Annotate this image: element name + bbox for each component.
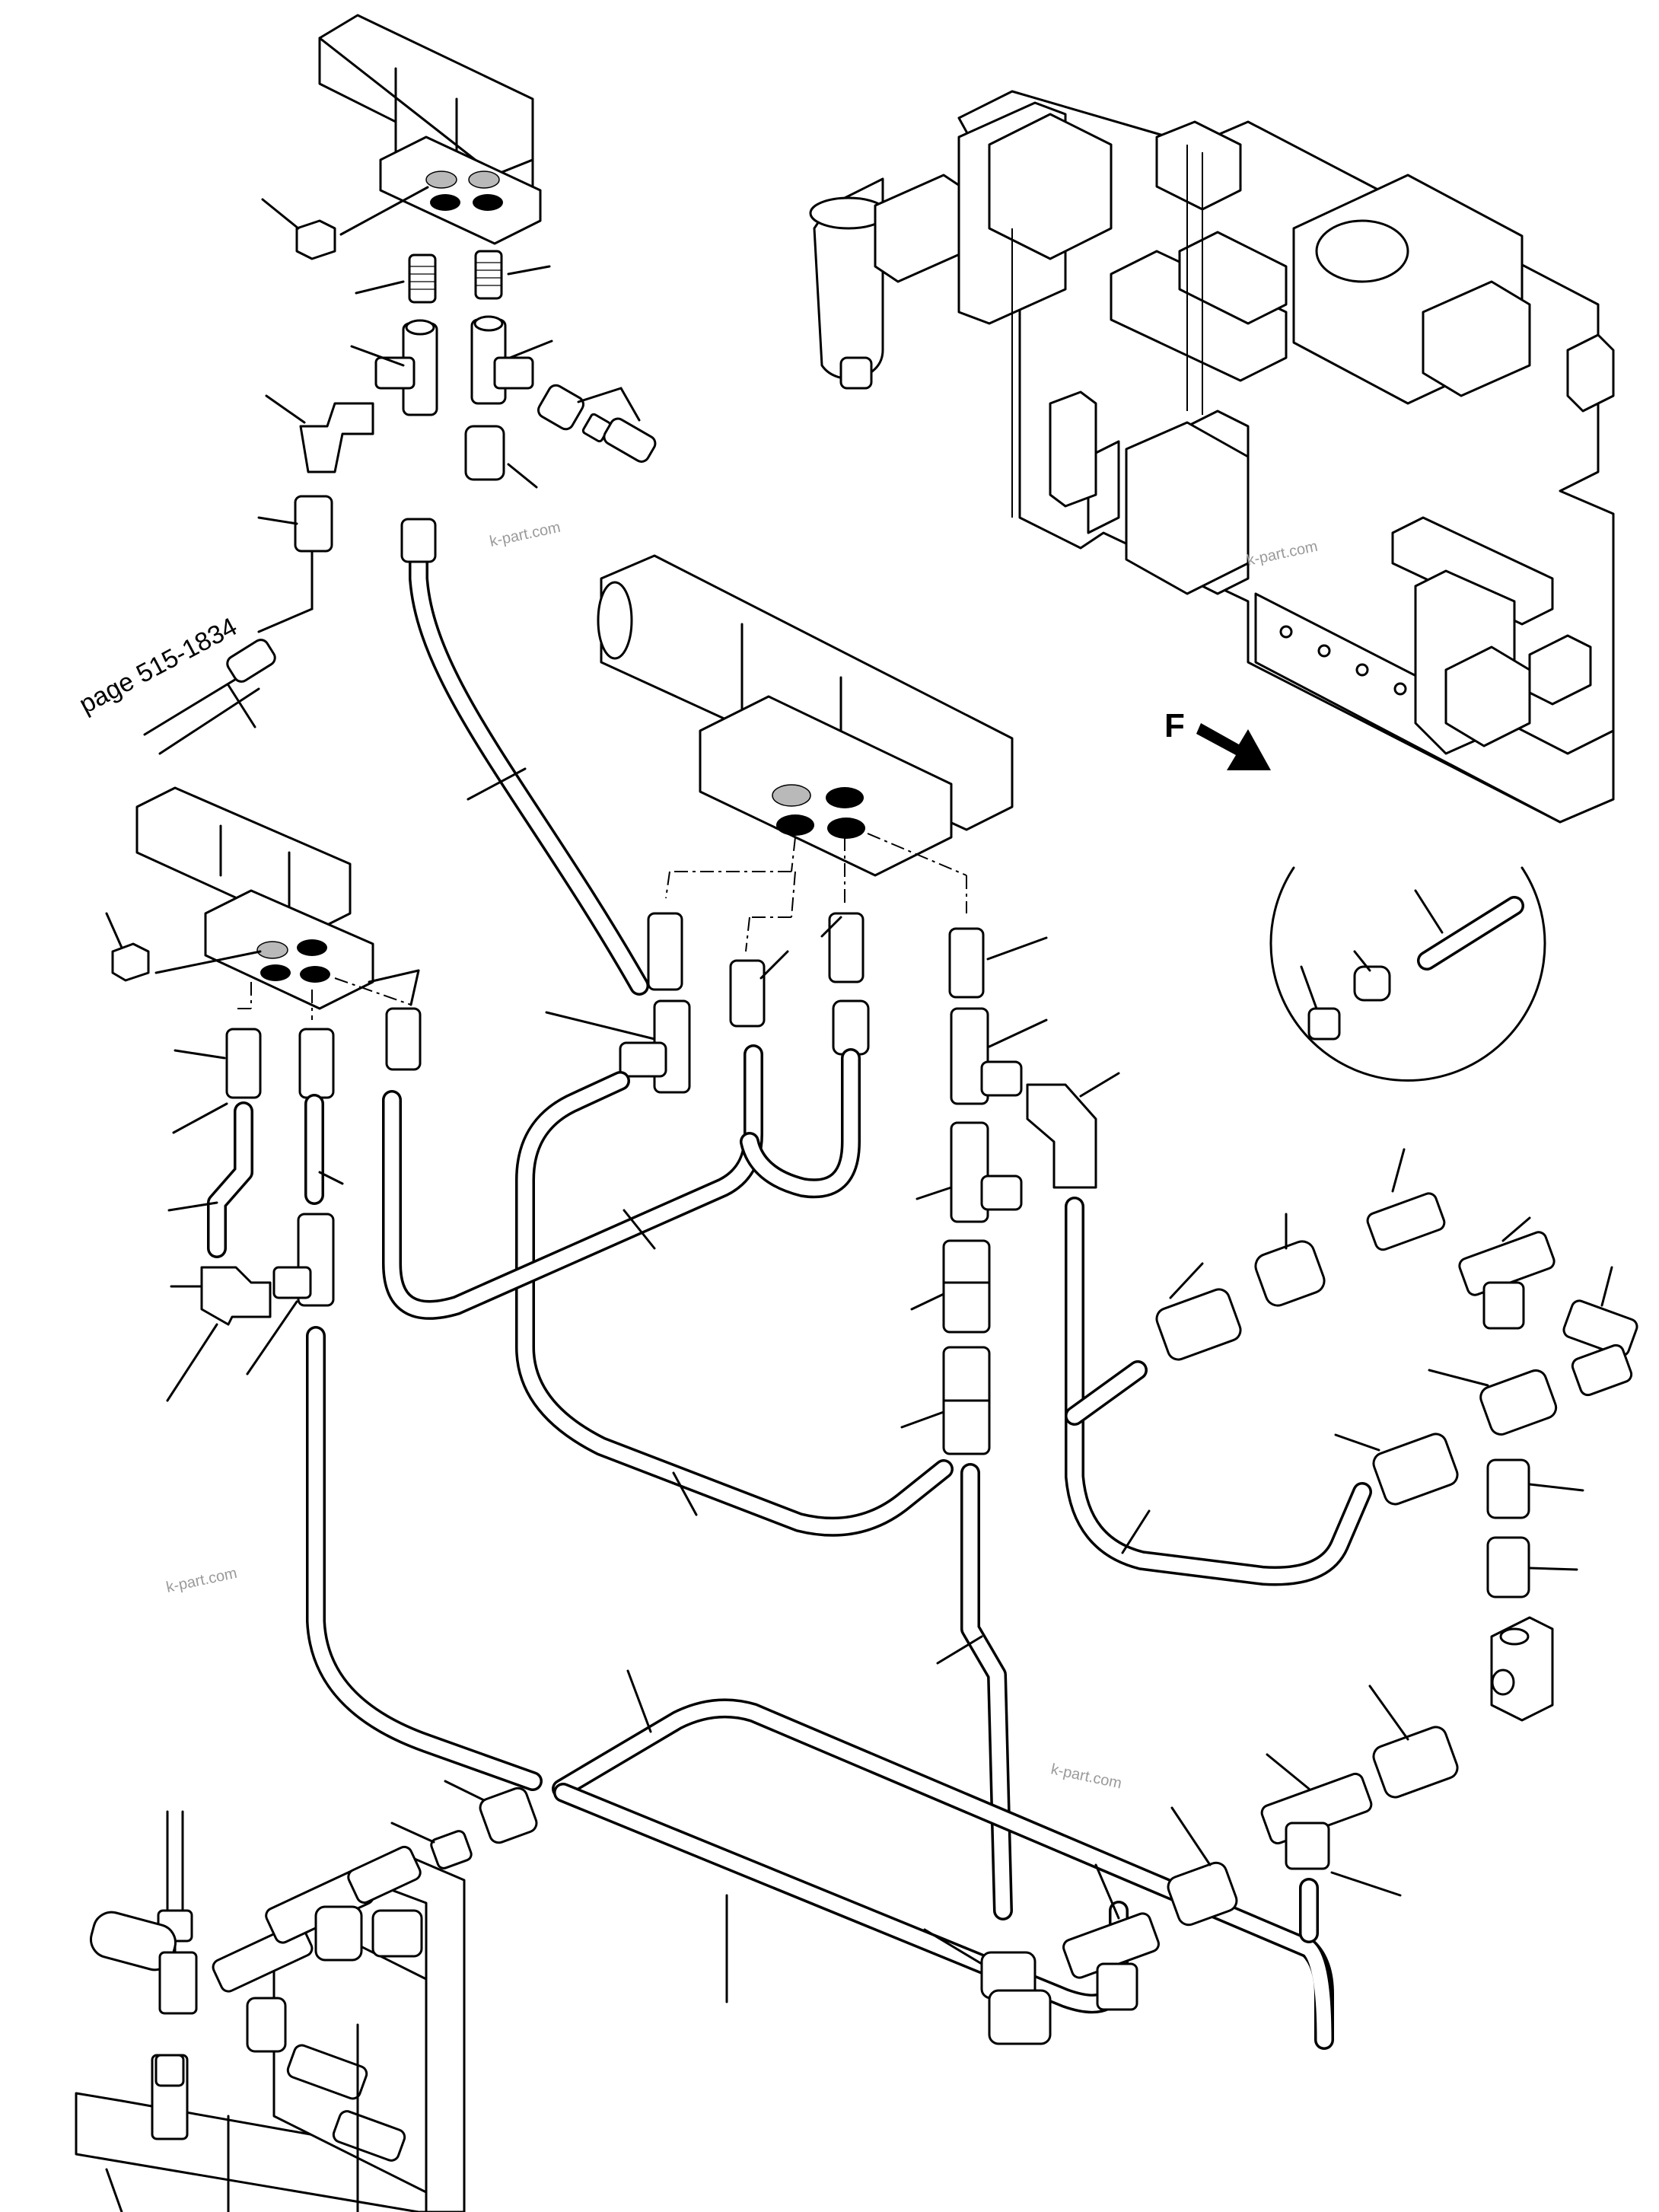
watermark: k-part.com (164, 1565, 238, 1596)
plug-fitting (390, 1822, 473, 1869)
elbow-fitting (1562, 1266, 1638, 1397)
nipple-fitting (820, 912, 865, 983)
solenoid-valve-left (135, 786, 374, 1010)
watermark: k-part.com (488, 519, 562, 550)
nut-fitting (464, 425, 538, 489)
valve-block-assembly (75, 1810, 466, 2212)
tee-fitting (1062, 1863, 1160, 2011)
nipple-fitting (355, 253, 437, 304)
connector-fitting (1155, 1262, 1242, 1361)
connector-fitting (1334, 1433, 1459, 1506)
nipple-fitting (474, 250, 551, 300)
adapter-fitting (900, 1346, 991, 1455)
nut-fitting (1167, 1806, 1238, 1927)
block-fitting (1490, 1616, 1554, 1722)
nut-fitting (1254, 1213, 1326, 1307)
union-fitting (1428, 1369, 1558, 1436)
nut-fitting (832, 999, 870, 1056)
nipple-fitting (948, 927, 1048, 999)
union-assembly (537, 384, 657, 463)
direction-label: F (1164, 707, 1185, 744)
tee-fitting (950, 1007, 1048, 1105)
direction-arrow: F (1164, 707, 1271, 770)
union-fitting (910, 1239, 991, 1334)
elbow-fitting (1026, 1072, 1120, 1189)
tee-fitting (1260, 1753, 1402, 1897)
elbow-fitting (265, 394, 374, 473)
nipple-fitting (174, 1028, 262, 1099)
nipple-fitting (729, 950, 789, 1028)
tee-fitting (470, 315, 553, 405)
watermark: k-part.com (1049, 1761, 1123, 1792)
union-fitting (1368, 1684, 1459, 1799)
tee-fitting (350, 319, 438, 416)
machine-overview (809, 90, 1615, 824)
plug-cap (261, 198, 336, 260)
nipple-fitting (647, 912, 683, 991)
detail-inset (1269, 866, 1546, 1082)
elbow-fitting (166, 1266, 272, 1402)
elbow-fitting (1366, 1148, 1446, 1251)
nut-fitting (444, 1780, 538, 1844)
solenoid-valve-center (597, 554, 1014, 877)
reference-hose (143, 639, 276, 755)
solenoid-valve-upper (318, 14, 542, 245)
nipple-fitting (1486, 1458, 1584, 1519)
elbow-fitting (923, 1928, 1052, 2045)
reference-page-label: page 515-1834 (75, 612, 242, 719)
nipple-fitting (298, 1028, 335, 1099)
nipple-fitting (385, 1007, 422, 1071)
nipple-fitting (1486, 1536, 1578, 1598)
tee-fitting (545, 999, 691, 1094)
adapter-fitting (257, 495, 333, 633)
tee-fitting (246, 1213, 335, 1375)
plug-cap (105, 912, 150, 982)
tee-fitting (915, 1121, 1023, 1223)
tee-fitting (1458, 1216, 1556, 1330)
